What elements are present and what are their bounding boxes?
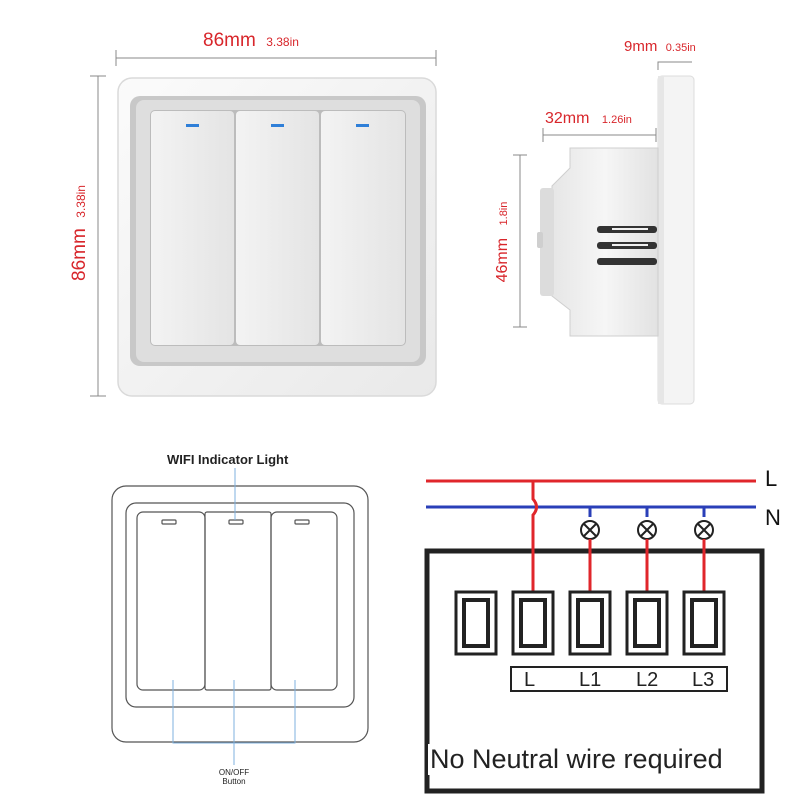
side-dimension-lines [513,61,692,328]
terminal-label-l: L [524,669,536,691]
no-neutral-caption: No Neutral wire required [428,744,725,775]
wiring-diagram [424,479,765,794]
onoff-label-line2: Button [222,777,246,786]
switch-box [424,548,765,794]
side-view-switch [537,75,695,405]
front-width-label: 86mm 3.38in [203,30,299,52]
front-gang-buttons [151,111,405,345]
plate-depth-in: 0.35in [665,42,696,54]
body-height-label: 46mm 1.8in [494,182,514,302]
front-indicator-lights [186,124,369,127]
body-depth-in: 1.26in [601,114,632,126]
body-depth-mm: 32mm [545,110,590,127]
terminal-label-l1: L1 [579,669,602,691]
live-wire-label: L [765,466,778,491]
terminal-label-l2: L2 [636,669,659,691]
onoff-label-line1: ON/OFF [218,768,250,777]
outline-switch-drawing [111,485,369,743]
neutral-wire-label: N [765,505,781,530]
onoff-button-label: ON/OFF Button [204,768,264,786]
body-depth-label: 32mm 1.26in [545,110,632,128]
plate-depth-label: 9mm 0.35in [624,38,696,56]
front-height-label: 86mm 3.38in [69,163,91,303]
front-height-mm: 86mm [69,228,90,281]
front-height-in: 3.38in [74,185,88,218]
front-width-dimension-line [115,50,437,66]
front-view-switch [117,77,437,397]
front-width-in: 3.38in [266,35,299,49]
front-height-dimension-line [90,75,106,397]
body-height-in: 1.8in [498,201,510,226]
body-height-mm: 46mm [494,237,511,283]
terminal-blocks [454,590,726,656]
terminal-label-strip [510,666,728,692]
wifi-indicator-label: WIFI Indicator Light [167,452,289,467]
front-width-mm: 86mm [203,30,256,51]
plate-depth-mm: 9mm [624,38,658,55]
terminal-label-l3: L3 [692,669,715,691]
annotation-leader-lines [172,468,296,765]
